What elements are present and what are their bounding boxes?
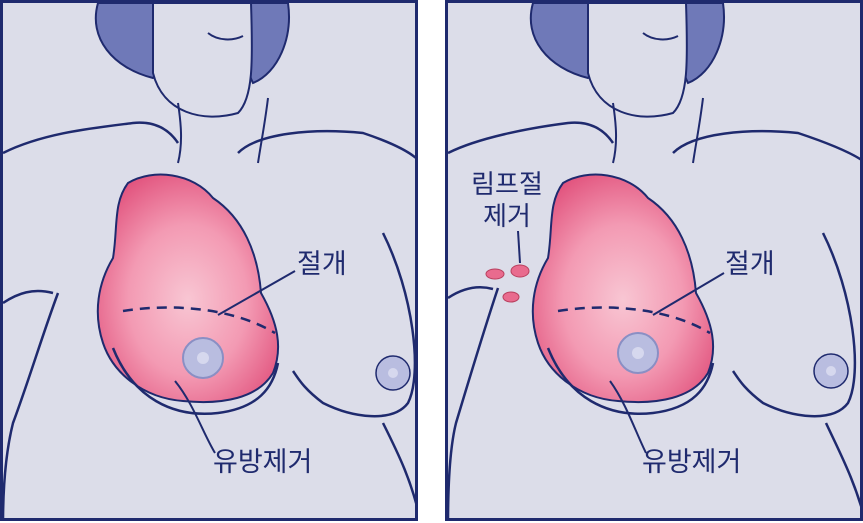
illustration-left — [3, 3, 418, 521]
label-lymph-line2: 제거 — [462, 201, 552, 233]
shoulder-line — [3, 123, 178, 153]
label-mastectomy: 유방제거 — [642, 449, 741, 476]
lymph-node — [486, 269, 504, 279]
label-lymph-line1: 림프절 — [462, 169, 552, 201]
illustration-right — [448, 3, 863, 521]
label-incision: 절개 — [725, 251, 775, 278]
label-incision: 절개 — [297, 251, 347, 278]
label-mastectomy: 유방제거 — [213, 449, 312, 476]
label-lymph-removal: 림프절 제거 — [462, 169, 552, 233]
lymph-node — [511, 265, 529, 277]
lymph-node — [503, 292, 519, 302]
panel-mastectomy: 절개 유방제거 — [0, 0, 418, 521]
panel-modified-radical: 림프절 제거 절개 유방제거 — [445, 0, 863, 521]
